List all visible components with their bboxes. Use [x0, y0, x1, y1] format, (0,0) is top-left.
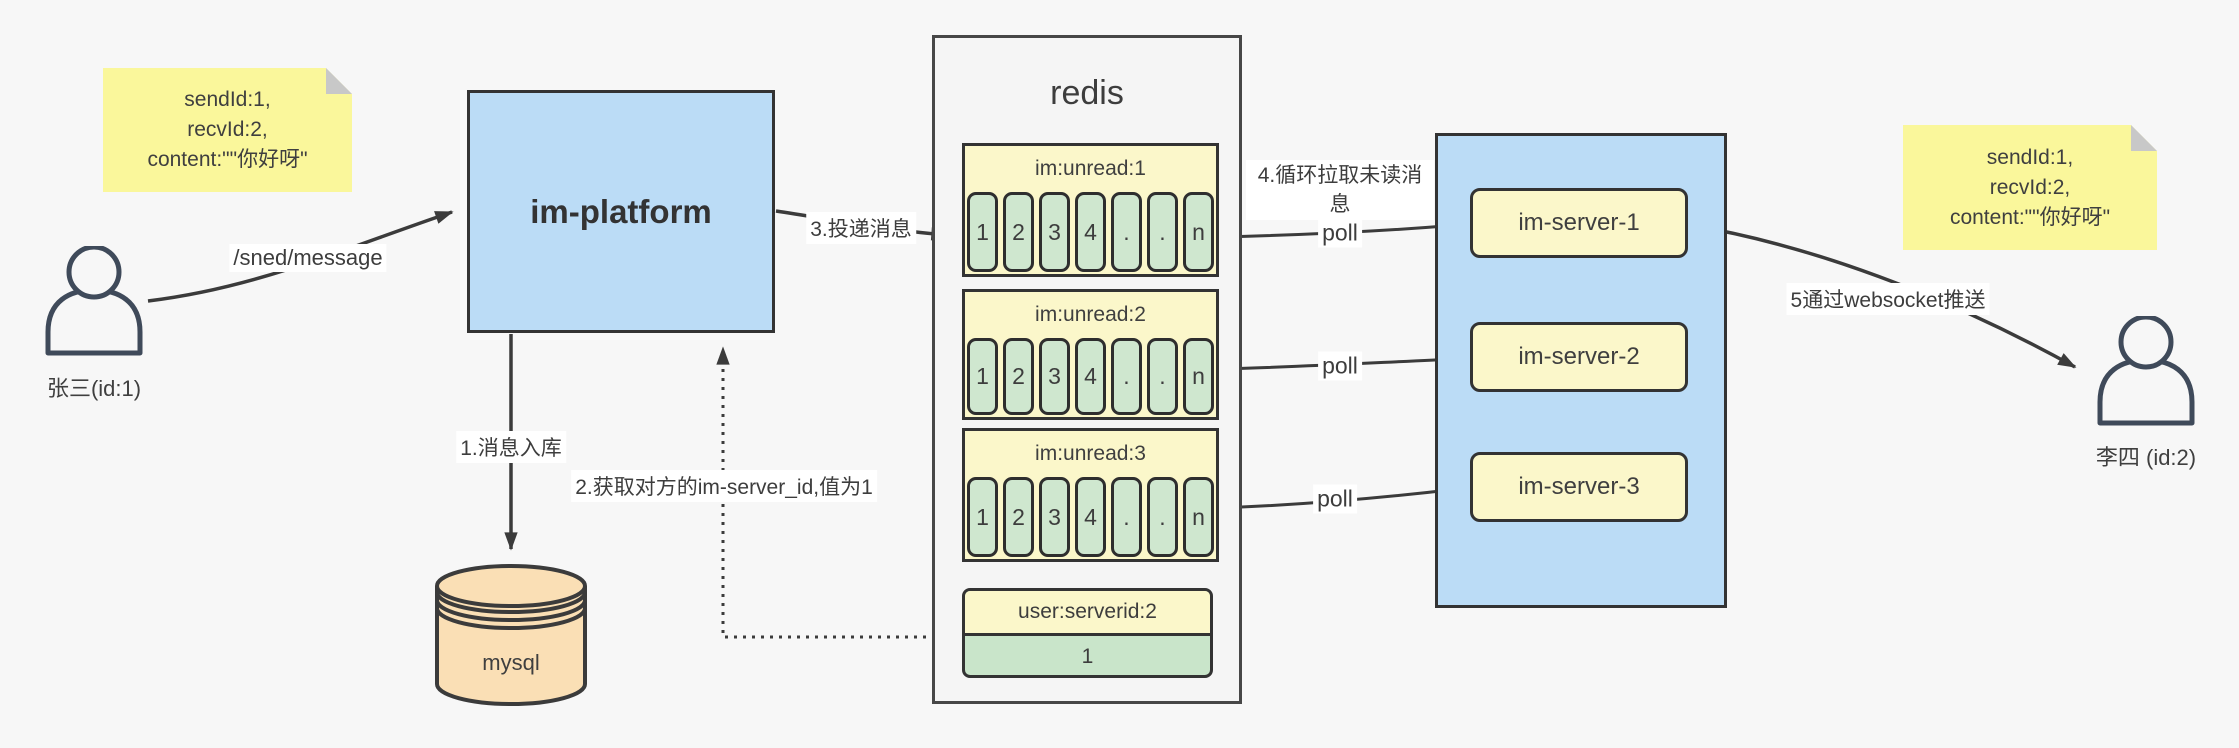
queue-cell: 4: [1075, 192, 1106, 272]
mysql-cylinder-icon: [435, 564, 587, 706]
im-platform-label: im-platform: [530, 192, 712, 230]
queue-cells: 1 2 3 4 . . n: [965, 192, 1216, 274]
actor-sender-label: 张三(id:1): [46, 376, 142, 401]
im-server-3-box: im-server-3: [1470, 452, 1688, 522]
queue-cell: 4: [1075, 338, 1106, 415]
note-fold-icon: [2131, 125, 2157, 151]
queue-cell: n: [1183, 192, 1214, 272]
queue-cell: 3: [1039, 338, 1070, 415]
queue-header: im:unread:2: [1035, 303, 1146, 326]
queue-cell: 1: [967, 477, 998, 557]
sticky-note-right: sendId:1, recvId:2, content:""你好呀": [1903, 125, 2157, 250]
label-step5: 5通过websocket推送: [1786, 283, 1990, 315]
queue-header: im:unread:1: [1035, 157, 1146, 180]
label-send-api: /sned/message: [229, 244, 387, 272]
queue-group-2: im:unread:2 1 2 3 4 . . n: [962, 289, 1219, 420]
im-server-2-box: im-server-2: [1470, 322, 1688, 392]
queue-cell: 2: [1003, 338, 1034, 415]
note-line: recvId:2,: [1989, 175, 2071, 199]
queue-header: im:unread:3: [1035, 442, 1146, 465]
queue-cell: .: [1111, 338, 1142, 415]
queue-cell: 2: [1003, 192, 1034, 272]
im-platform-box: im-platform: [467, 90, 775, 333]
person-sender-icon: [45, 246, 143, 356]
queue-cell: .: [1147, 477, 1178, 557]
queue-cell: 1: [967, 192, 998, 272]
note-line: content:""你好呀": [147, 148, 308, 171]
kv-box: user:serverid:2 1: [962, 588, 1213, 678]
queue-cell: 2: [1003, 477, 1034, 557]
queue-group-3: im:unread:3 1 2 3 4 . . n: [962, 428, 1219, 562]
note-line: sendId:1,: [184, 88, 271, 111]
kv-header: user:serverid:2: [965, 591, 1210, 636]
queue-cell: n: [1183, 477, 1214, 557]
label-step1: 1.消息入库: [456, 431, 566, 463]
sticky-note-left: sendId:1, recvId:2, content:""你好呀": [103, 68, 352, 192]
queue-cells: 1 2 3 4 . . n: [965, 338, 1216, 417]
note-fold-icon: [326, 68, 352, 94]
note-line: sendId:1,: [1986, 145, 2074, 169]
queue-cell: 4: [1075, 477, 1106, 557]
queue-cell: .: [1111, 477, 1142, 557]
kv-value: 1: [1081, 645, 1094, 668]
note-line: recvId:2,: [187, 118, 268, 141]
im-server-1-box: im-server-1: [1470, 188, 1688, 258]
redis-panel: redis im:unread:1 1 2 3 4 . . n im:unrea…: [932, 35, 1242, 704]
label-poll-2: poll: [1318, 351, 1362, 381]
queue-cell: n: [1183, 338, 1214, 415]
queue-cells: 1 2 3 4 . . n: [965, 477, 1216, 559]
queue-cell: .: [1147, 338, 1178, 415]
queue-cell: .: [1147, 192, 1178, 272]
queue-cell: 1: [967, 338, 998, 415]
im-servers-panel: im-server-1 im-server-2 im-server-3: [1435, 133, 1727, 608]
queue-cell: .: [1111, 192, 1142, 272]
queue-cell: 3: [1039, 192, 1070, 272]
label-poll-1: poll: [1318, 218, 1362, 248]
label-step4: 4.循环拉取未读消息: [1246, 160, 1434, 220]
person-receiver-icon: [2097, 316, 2195, 426]
note-line: content:""你好呀": [1949, 205, 2111, 229]
label-poll-3: poll: [1313, 484, 1357, 514]
queue-group-1: im:unread:1 1 2 3 4 . . n: [962, 143, 1219, 277]
label-step2: 2.获取对方的im-server_id,值为1: [571, 470, 877, 502]
actor-receiver-label: 李四 (id:2): [2095, 445, 2197, 470]
label-step3: 3.投递消息: [806, 212, 916, 244]
queue-cell: 3: [1039, 477, 1070, 557]
redis-title: redis: [1050, 74, 1124, 112]
mysql-label: mysql: [482, 650, 540, 675]
